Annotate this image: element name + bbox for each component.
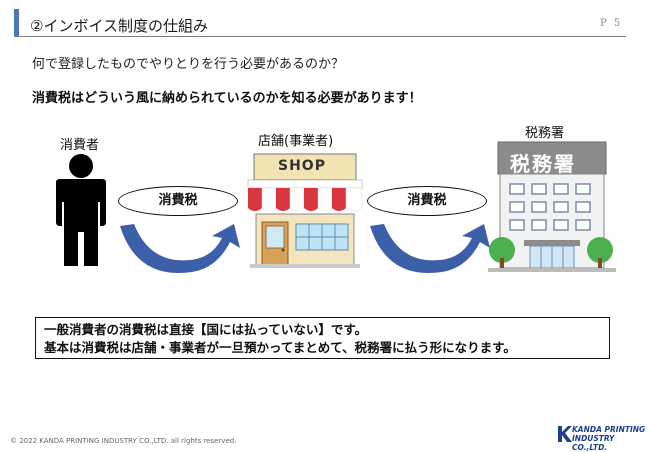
company-logo: KANDA PRINTING INDUSTRY CO.,LTD. bbox=[572, 425, 650, 452]
consumer-label: 消費者 bbox=[60, 138, 100, 153]
note-box: 一般消費者の消費税は直接【国には払っていない】です。 基本は消費税は店舗・事業者… bbox=[35, 317, 610, 359]
copyright-text: © 2022 KANDA PRINTING INDUSTRY CO.,LTD. … bbox=[10, 437, 237, 445]
logo-line-2: INDUSTRY CO.,LTD. bbox=[572, 434, 615, 452]
tax-flow-label-2: 消費税 bbox=[367, 186, 487, 216]
tax-office-sign: 税務署 bbox=[510, 152, 576, 176]
person-icon bbox=[56, 154, 106, 266]
shop-label: 店舗(事業者) bbox=[258, 134, 334, 149]
page-number: P 5 bbox=[600, 18, 623, 29]
tax-office-label: 税務署 bbox=[525, 126, 565, 141]
shop-sign: SHOP bbox=[278, 158, 326, 174]
note-line-1: 一般消費者の消費税は直接【国には払っていない】です。 bbox=[44, 322, 368, 337]
company-logo-icon bbox=[558, 426, 572, 442]
statement-text: 消費税はどういう風に納められているのかを知る必要があります！ bbox=[32, 91, 422, 106]
note-line-2: 基本は消費税は店舗・事業者が一旦預かってまとめて、税務署に払う形になります。 bbox=[44, 340, 516, 355]
flow-arrow-1 bbox=[120, 224, 240, 274]
logo-line-1: KANDA PRINTING bbox=[572, 425, 646, 434]
question-text: 何で登録したものでやりとりを行う必要があるのか？ bbox=[32, 57, 345, 72]
page-title: ②インボイス制度の仕組み bbox=[30, 17, 208, 35]
title-bar bbox=[14, 9, 626, 37]
tax-flow-label-1: 消費税 bbox=[118, 186, 238, 216]
flow-arrow-2 bbox=[370, 224, 490, 274]
shop-icon bbox=[247, 153, 363, 268]
tax-office-icon bbox=[488, 141, 616, 272]
